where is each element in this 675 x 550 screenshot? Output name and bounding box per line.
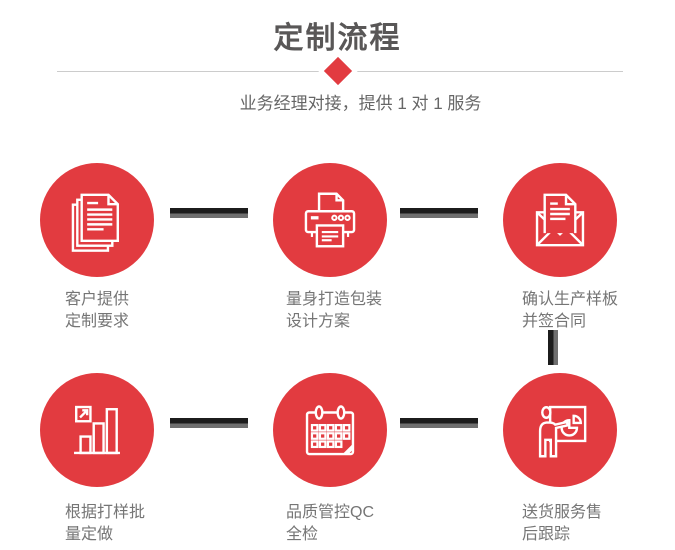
connector-step1-step2 (170, 208, 248, 218)
envelope-icon (535, 193, 585, 247)
step-label-line: 确认生产样板 (522, 291, 619, 308)
step-circle-6 (503, 373, 617, 487)
step-label-line: 品质管控QC (286, 504, 375, 521)
connector-step5-step6 (400, 418, 478, 428)
step-circle-2 (273, 163, 387, 277)
step-label-line: 根据打样批 (65, 504, 146, 521)
page-title: 定制流程 (273, 22, 402, 55)
step-circle-4 (40, 373, 154, 487)
step-label-6: 送货服务售 后跟踪 (522, 502, 602, 546)
printer-icon (304, 192, 356, 248)
step-label-3: 确认生产样板 并签合同 (522, 289, 618, 333)
step-label-line: 送货服务售 (522, 504, 603, 521)
step-circle-5 (273, 373, 387, 487)
step-label-line: 并签合同 (522, 313, 587, 330)
step-label-line: 客户提供 (65, 291, 130, 308)
step-label-line: 量定做 (65, 526, 114, 543)
step-label-line: 量身打造包装 (286, 291, 383, 308)
step-circle-1 (40, 163, 154, 277)
bar-chart-icon (74, 405, 120, 455)
step-label-line: 设计方案 (286, 313, 351, 330)
step-label-1: 客户提供 定制要求 (65, 289, 129, 333)
page-subtitle: 业务经理对接，提供 1 对 1 服务 (239, 94, 482, 113)
step-label-5: 品质管控QC 全检 (286, 502, 374, 546)
step-circle-3 (503, 163, 617, 277)
connector-step2-step3 (400, 208, 478, 218)
step-label-2: 量身打造包装 设计方案 (286, 289, 382, 333)
connector-step4-step5 (170, 418, 248, 428)
diamond-icon (323, 56, 353, 86)
step-label-line: 定制要求 (65, 313, 130, 330)
step-label-line: 后跟踪 (522, 526, 571, 543)
presentation-icon (538, 405, 587, 458)
step-label-4: 根据打样批 量定做 (65, 502, 145, 546)
calendar-icon (305, 405, 355, 456)
connector-step3-step6 (548, 330, 558, 365)
step-label-line: 全检 (286, 526, 319, 543)
documents-icon (71, 193, 119, 252)
